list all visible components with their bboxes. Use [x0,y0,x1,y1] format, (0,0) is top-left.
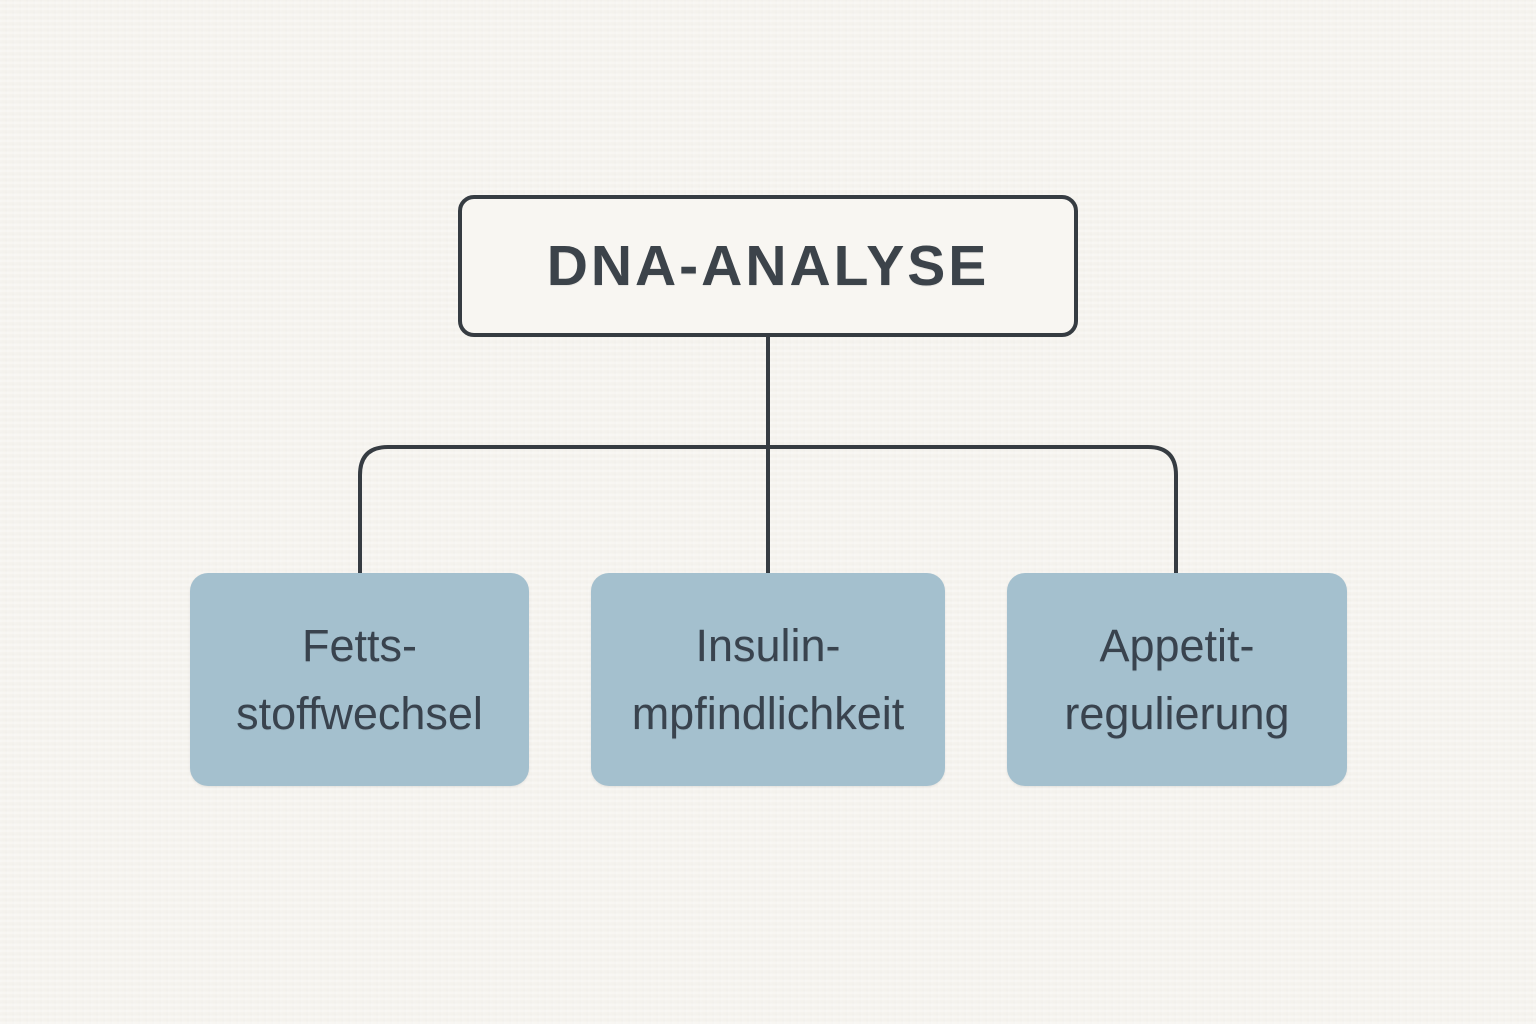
child-node-label-line2: stoffwechsel [236,687,483,739]
child-node-label-line1: Insulin- [695,620,841,671]
root-node-label: DNA-ANALYSE [546,234,990,298]
node-appetitregulierung: Appetit- regulierung [1007,573,1347,786]
child-node-label-line1: Fetts- [301,620,417,671]
node-insulinempfindlichkeit: Insulin- mpfindlichkeit [591,573,945,786]
child-node-label-line2: regulierung [1064,687,1290,739]
child-node-label-line2: mpfindlichkeit [631,687,905,739]
child-node-label-line1: Appetit- [1099,620,1255,671]
node-fettsstoffwechsel: Fetts- stoffwechsel [190,573,529,786]
node-dna-analyse: DNA-ANALYSE [458,195,1078,337]
